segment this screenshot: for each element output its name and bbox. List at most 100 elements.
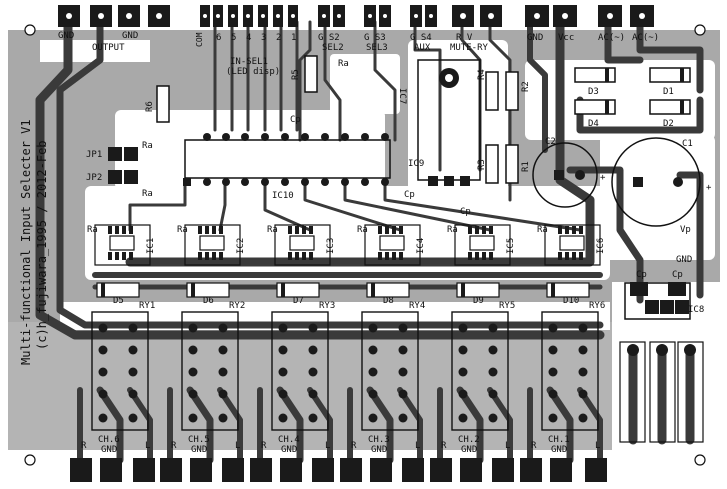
label-ch-r: R [81,441,87,451]
label-r1: R1 [521,161,531,172]
label-ry3: RY3 [319,301,335,311]
component-labels: IN-SEL1 (LED disp) R5 R6 Ra Cp IC7 R4 R2… [86,57,712,315]
label-ch: CH.4 [278,435,300,445]
label-ry6: RY6 [589,301,605,311]
ground-pour-lower [8,322,612,450]
label-ch: CH.3 [368,435,390,445]
label-ra-ch4: Ra [357,225,368,235]
label-jp2: JP2 [86,173,102,183]
label-ch-gnd: GND [551,445,567,455]
label-ch-l: L [595,441,600,451]
relay-ry2: RY2 [181,301,245,431]
label-ry4: RY4 [409,301,425,311]
label-ch-l: L [325,441,330,451]
label-ic6: IC6 [596,238,606,254]
label-c1: C1 [682,139,693,149]
resistors [156,55,519,184]
label-ch: CH.2 [458,435,480,445]
relay-ry3: RY3 [271,301,335,431]
copper-traces [35,17,704,464]
c2-outline [532,142,598,208]
label-ic7: IC7 [397,88,407,104]
label-ac-minus: AC(~) [598,33,625,43]
bottom-connector-pads [70,458,607,482]
label-ch-gnd: GND [461,445,477,455]
label-com: COM [195,32,204,47]
label-led-disp: (LED disp) [226,67,280,77]
label-ch-l: L [415,441,420,451]
label-ch-r: R [351,441,357,451]
label-mute-ry: MUTE-RY [450,43,489,53]
label-cp-top: Cp [290,115,301,125]
label-ic4: IC4 [416,238,426,254]
label-d7: D7 [293,296,304,306]
label-g-s2: G S2 [318,33,340,43]
mounting-holes [24,24,706,466]
label-ch-gnd: GND [281,445,297,455]
c1-outline [611,137,701,227]
label-ra-ch2: Ra [177,225,188,235]
relay-ry4: RY4 [361,301,425,431]
label-ch: CH.5 [188,435,210,445]
label-plus-c2: + [600,173,606,183]
label-g-s3: G S3 [364,33,386,43]
label-d5: D5 [113,296,124,306]
cap-pads [554,170,683,187]
label-ch-l: L [505,441,510,451]
top-labels: GND GND OUTPUT COM 6 5 4 3 2 1 G S2 SEL2… [58,31,659,53]
label-gnd2: GND [122,31,138,41]
label-ch: CH.1 [548,435,570,445]
label-ic8: IC8 [688,305,704,315]
label-c2: C2 [545,137,556,147]
label-ch-gnd: GND [101,445,117,455]
label-sel3: SEL3 [366,43,388,53]
label-ra-jp1: Ra [142,141,153,151]
label-sel2: SEL2 [322,43,344,53]
diode-d9: D9 [456,282,500,306]
board-author: (c)h_fujiwara_1995 / 2012-Feb [35,140,49,350]
jumpers [108,147,138,184]
label-ch-r: R [261,441,267,451]
label-n6: 6 [216,33,221,43]
label-ch-r: R [531,441,537,451]
label-output: OUTPUT [92,43,125,53]
label-ra-ch5: Ra [447,225,458,235]
label-n2: 2 [276,33,281,43]
label-d1: D1 [663,87,674,97]
label-ic9: IC9 [408,159,424,169]
label-ch: CH.6 [98,435,120,445]
label-d6: D6 [203,296,214,306]
label-gnd-ic8: GND [676,255,692,265]
relay-ry1: RY1 [91,301,155,431]
label-ch-gnd: GND [191,445,207,455]
label-r4: R4 [477,69,487,80]
label-ra-jp2: Ra [142,189,153,199]
label-d8: D8 [383,296,394,306]
bridge-diode-bands [605,68,684,114]
label-vp: Vp [680,225,691,235]
label-gnd3: GND [527,33,543,43]
label-r-v: R V [456,33,473,43]
label-d9: D9 [473,296,484,306]
label-cp-ic8a: Cp [636,270,647,280]
label-ch-r: R [171,441,177,451]
label-r2: R2 [521,81,531,92]
label-g-s4: G S4 [410,33,432,43]
label-ch-l: L [235,441,240,451]
ic8-block [619,282,704,443]
label-d4: D4 [588,119,599,129]
label-r3: R3 [477,159,487,170]
label-ra-top: Ra [338,59,349,69]
